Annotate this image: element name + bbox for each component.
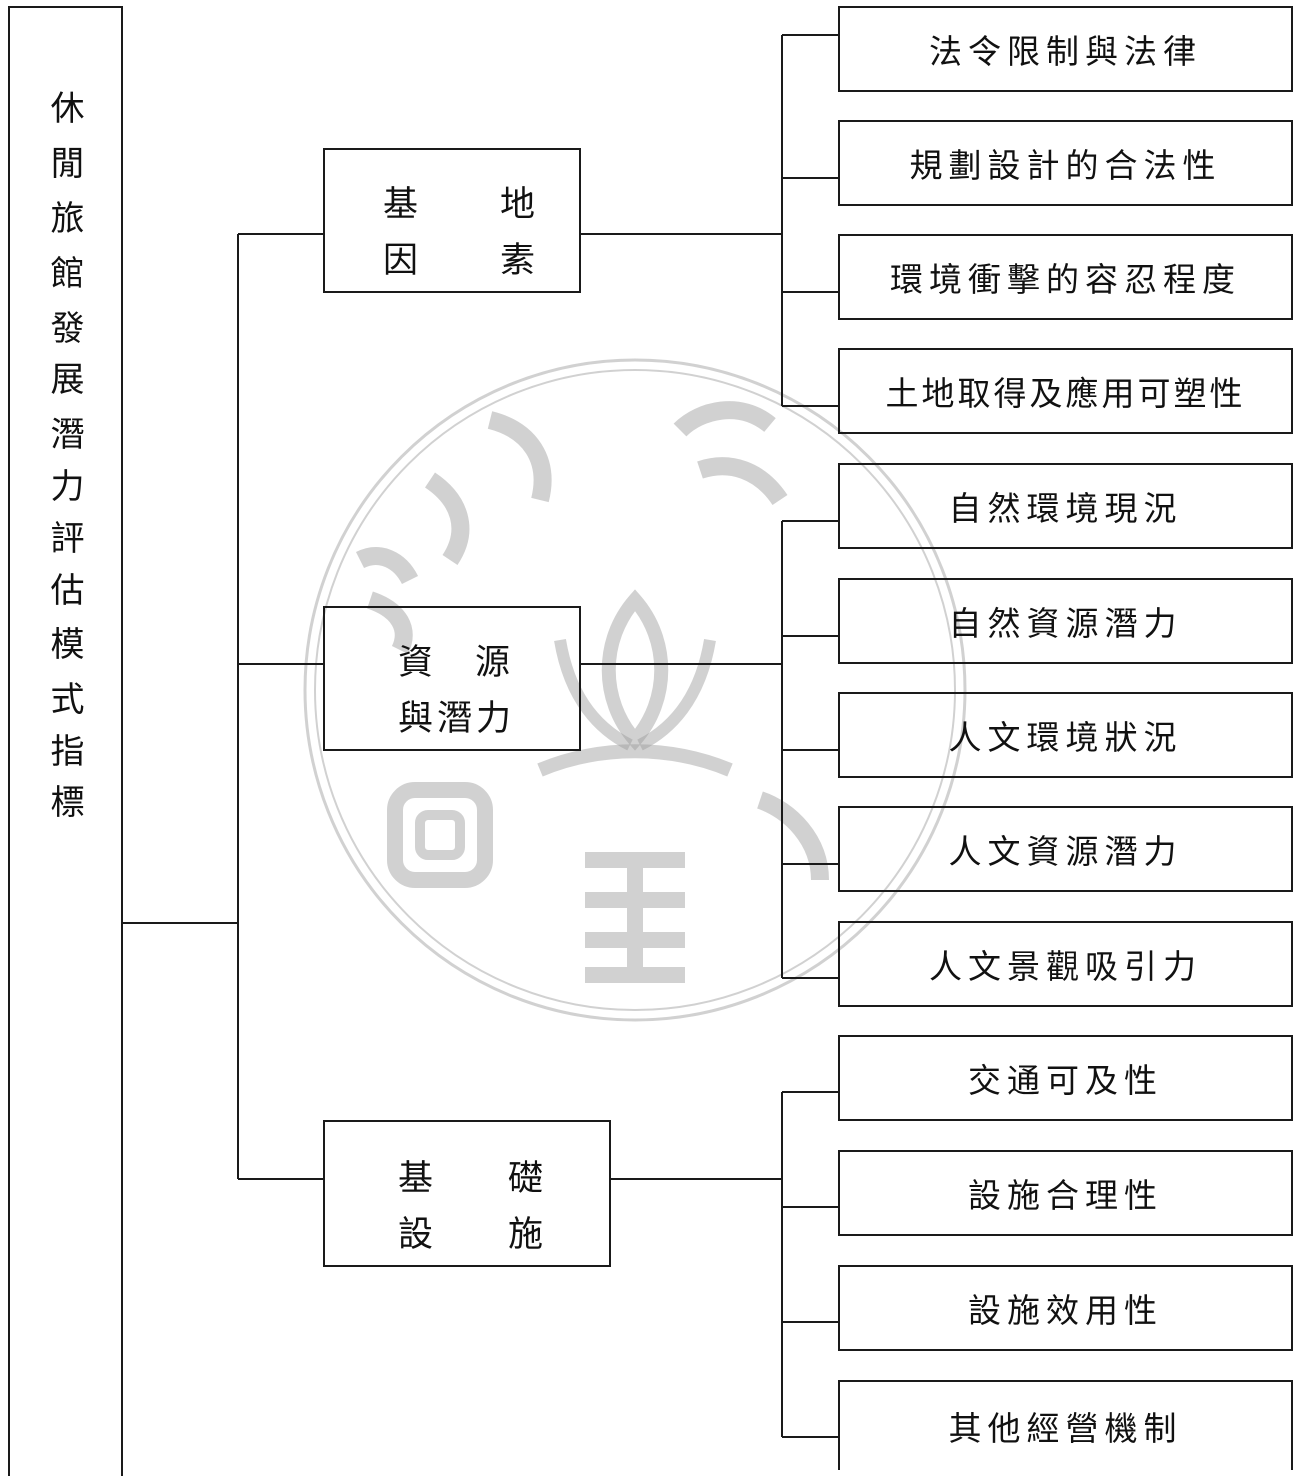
category-char: 設 (398, 1215, 434, 1255)
category-char: 地 (500, 185, 536, 225)
indicator-label: 法令限制與法律 (929, 32, 1202, 71)
root-char: 模 (50, 625, 85, 665)
indicator-label: 人文資源潛力 (948, 832, 1183, 871)
category-char: 因 (383, 241, 419, 281)
indicator-label: 環境衝擊的容忍程度 (890, 260, 1241, 299)
indicator-label: 人文景觀吸引力 (929, 947, 1202, 986)
indicator-box: 設施效用性 (838, 1265, 1293, 1351)
category-infra: 基 礎 設 施 (323, 1120, 611, 1267)
indicator-box: 規劃設計的合法性 (838, 120, 1293, 206)
indicator-box: 土地取得及應用可塑性 (838, 348, 1293, 434)
root-char: 指 (50, 732, 85, 772)
indicator-label: 其他經營機制 (948, 1409, 1183, 1448)
category-line2: 與潛力 (398, 699, 516, 739)
indicator-box: 人文資源潛力 (838, 806, 1293, 892)
indicator-box: 其他經營機制 (838, 1380, 1293, 1470)
root-char: 館 (50, 254, 85, 294)
root-char: 估 (50, 571, 85, 611)
category-char: 基 (398, 1159, 434, 1199)
indicator-box: 人文環境狀況 (838, 692, 1293, 778)
category-char: 礎 (508, 1159, 544, 1199)
indicator-label: 設施效用性 (968, 1291, 1163, 1330)
category-char: 源 (475, 643, 511, 683)
root-char: 標 (50, 783, 85, 823)
indicator-label: 土地取得及應用可塑性 (885, 374, 1246, 413)
indicator-label: 自然環境現況 (948, 489, 1183, 528)
category-resource: 資 源 與潛力 (323, 606, 581, 751)
indicator-label: 交通可及性 (968, 1061, 1163, 1100)
indicator-box: 自然資源潛力 (838, 578, 1293, 664)
category-char: 素 (500, 241, 536, 281)
root-char: 展 (50, 360, 85, 400)
category-char: 基 (383, 185, 419, 225)
root-char: 閒 (50, 144, 85, 184)
indicator-label: 規劃設計的合法性 (909, 146, 1222, 185)
root-char: 發 (50, 309, 85, 349)
indicator-box: 環境衝擊的容忍程度 (838, 234, 1293, 320)
indicator-label: 自然資源潛力 (948, 604, 1183, 643)
root-char: 力 (50, 467, 85, 507)
root-char: 旅 (50, 199, 85, 239)
category-char: 資 (398, 643, 434, 683)
indicator-box: 交通可及性 (838, 1035, 1293, 1121)
root-char: 評 (50, 519, 85, 559)
root-char: 休 (50, 89, 85, 129)
root-node-box: 休 閒 旅 館 發 展 潛 力 評 估 模 式 指 標 (8, 6, 123, 1476)
indicator-box: 設施合理性 (838, 1150, 1293, 1236)
root-char: 式 (50, 680, 85, 720)
indicator-label: 設施合理性 (968, 1176, 1163, 1215)
indicator-box: 自然環境現況 (838, 463, 1293, 549)
indicator-box: 法令限制與法律 (838, 6, 1293, 92)
indicator-label: 人文環境狀況 (948, 718, 1183, 757)
category-site: 基 地 因 素 (323, 148, 581, 293)
category-char: 施 (508, 1215, 544, 1255)
indicator-box: 人文景觀吸引力 (838, 921, 1293, 1007)
root-char: 潛 (50, 415, 85, 455)
